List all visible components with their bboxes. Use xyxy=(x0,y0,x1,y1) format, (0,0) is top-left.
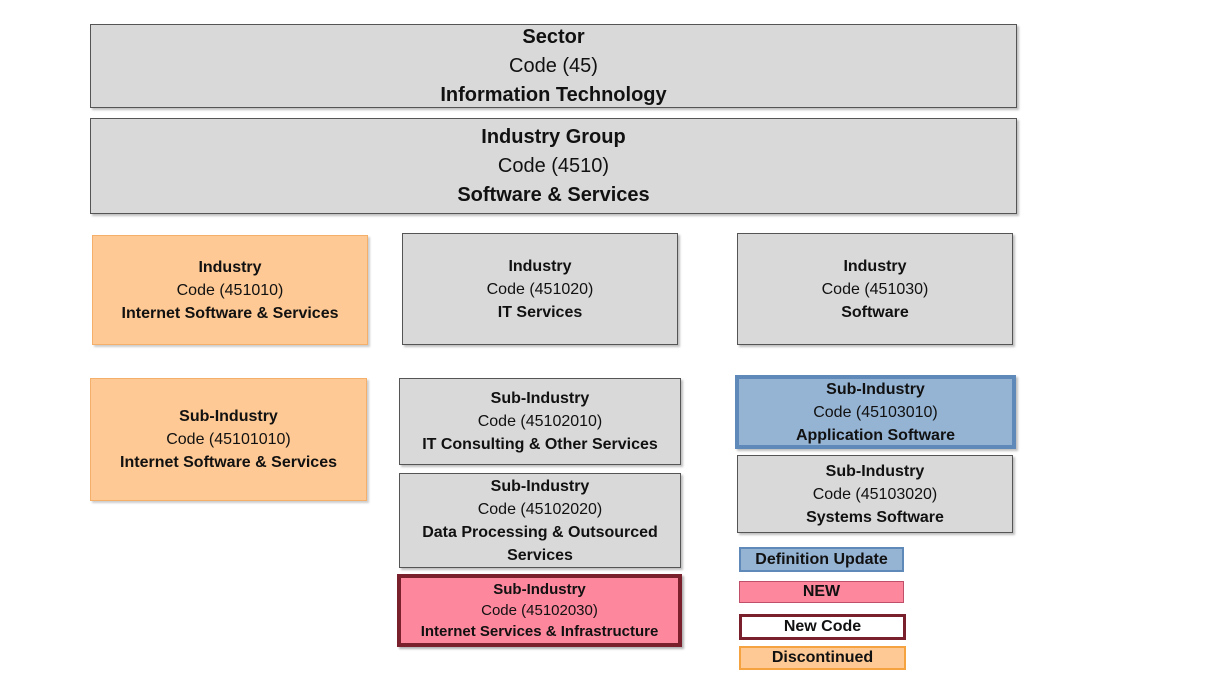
sub-industry-box-45101010: Sub-Industry Code (45101010) Internet So… xyxy=(90,378,367,501)
sector-code: Code (45) xyxy=(509,54,598,77)
sub-industry-box-45103020: Sub-Industry Code (45103020) Systems Sof… xyxy=(737,455,1013,533)
sub-industry-box-45102030: Sub-Industry Code (45102030) Internet Se… xyxy=(397,574,682,647)
sub-industry-label: Sub-Industry xyxy=(490,477,590,495)
sub-industry-code: Code (45103020) xyxy=(812,485,938,503)
sub-industry-box-45103010: Sub-Industry Code (45103010) Application… xyxy=(735,375,1016,449)
industry-group-label: Industry Group xyxy=(481,125,626,148)
sector-label: Sector xyxy=(522,25,585,48)
legend-label: New Code xyxy=(783,618,862,635)
legend-discontinued: Discontinued xyxy=(739,646,906,670)
industry-box-451020: Industry Code (451020) IT Services xyxy=(402,233,678,345)
sub-industry-label: Sub-Industry xyxy=(490,390,590,407)
legend-label: NEW xyxy=(802,583,841,600)
sub-industry-label: Sub-Industry xyxy=(179,408,278,425)
sub-industry-label: Sub-Industry xyxy=(493,581,586,598)
industry-box-451010: Industry Code (451010) Internet Software… xyxy=(92,235,368,345)
sub-industry-code: Code (45102020) xyxy=(477,500,603,518)
legend-new: NEW xyxy=(739,581,904,603)
sub-industry-box-45102020: Sub-Industry Code (45102020) Data Proces… xyxy=(399,473,681,568)
sub-industry-name: Systems Software xyxy=(806,508,944,526)
legend-label: Definition Update xyxy=(755,550,888,568)
sector-box: Sector Code (45) Information Technology xyxy=(90,24,1017,108)
sub-industry-code: Code (45103010) xyxy=(813,403,938,421)
industry-code: Code (451030) xyxy=(821,280,929,298)
sub-industry-label: Sub-Industry xyxy=(825,462,925,480)
industry-code: Code (451010) xyxy=(176,281,284,299)
sub-industry-code: Code (45101010) xyxy=(166,431,291,448)
sub-industry-name: Application Software xyxy=(795,426,956,444)
sub-industry-name: Internet Services & Infrastructure xyxy=(420,623,659,640)
sub-industry-label: Sub-Industry xyxy=(826,380,925,398)
sub-industry-code: Code (45102010) xyxy=(477,413,603,430)
industry-group-name: Software & Services xyxy=(457,183,650,206)
sub-industry-code: Code (45102030) xyxy=(481,602,598,619)
legend-label: Discontinued xyxy=(771,649,874,666)
industry-name: Internet Software & Services xyxy=(121,304,339,322)
sub-industry-name: Data Processing & Outsourced Services xyxy=(422,523,658,564)
sub-industry-box-45102010: Sub-Industry Code (45102010) IT Consulti… xyxy=(399,378,681,465)
sub-industry-name: IT Consulting & Other Services xyxy=(422,436,658,453)
industry-name: IT Services xyxy=(497,303,583,321)
industry-group-code: Code (4510) xyxy=(497,154,610,177)
industry-group-box: Industry Group Code (4510) Software & Se… xyxy=(90,118,1017,214)
industry-label: Industry xyxy=(508,257,572,275)
industry-name: Software xyxy=(841,303,909,321)
sub-industry-name: Internet Software & Services xyxy=(120,454,337,471)
sector-name: Information Technology xyxy=(440,83,667,106)
industry-label: Industry xyxy=(843,257,907,275)
legend-definition-update: Definition Update xyxy=(739,547,904,572)
industry-box-451030: Industry Code (451030) Software xyxy=(737,233,1013,345)
industry-code: Code (451020) xyxy=(486,280,594,298)
legend-new-code: New Code xyxy=(739,614,906,640)
industry-label: Industry xyxy=(198,258,262,276)
